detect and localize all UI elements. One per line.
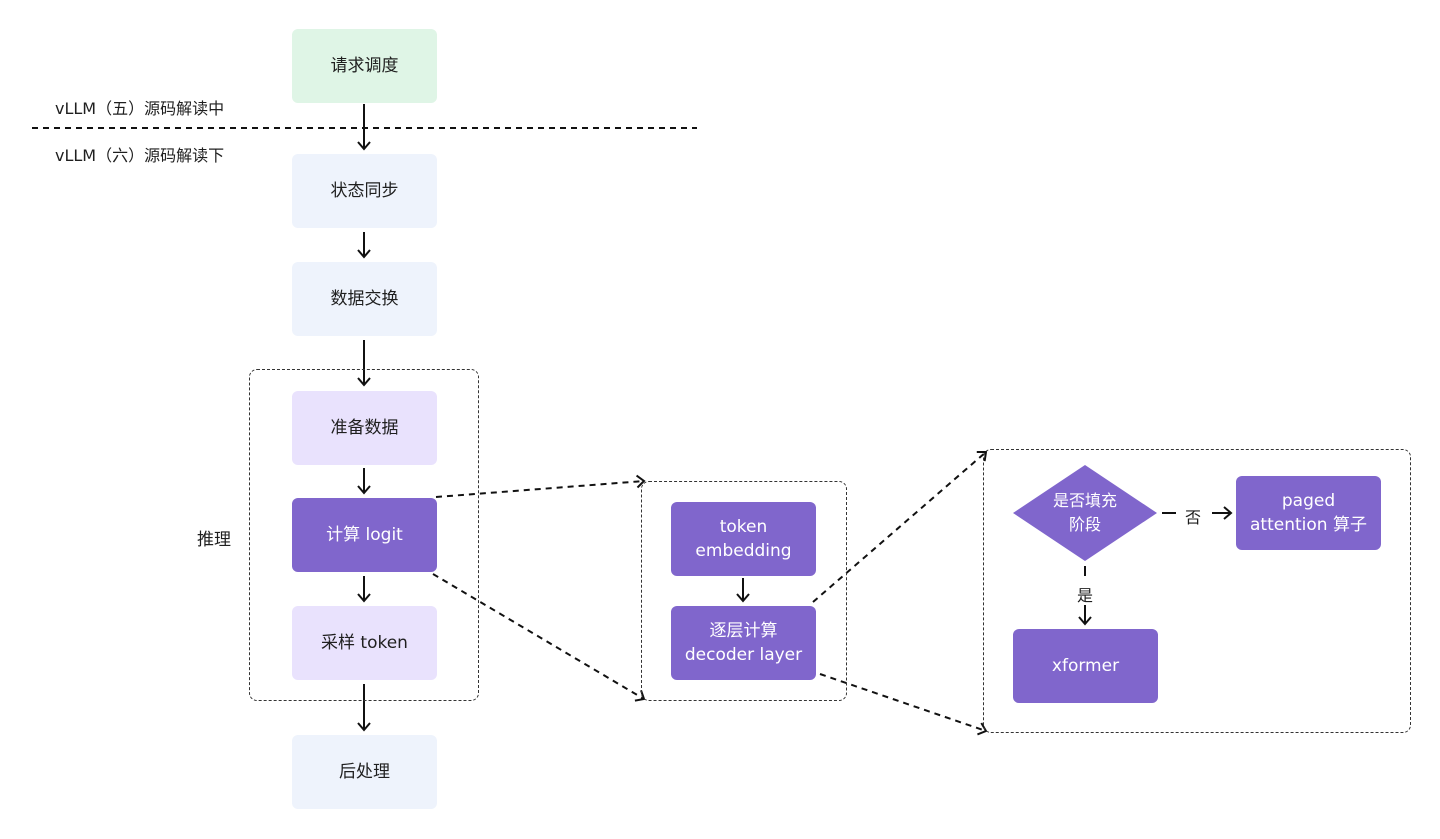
paged-attention-line2: attention 算子 xyxy=(1250,515,1367,535)
node-prepare-data: 准备数据 xyxy=(292,391,437,465)
decision-line1: 是否填充 xyxy=(1052,491,1117,510)
node-decoder-layer: 逐层计算 decoder layer xyxy=(671,606,816,680)
node-compute-logit: 计算 logit xyxy=(292,498,437,572)
node-xformer: xformer xyxy=(1013,629,1158,703)
node-post-process: 后处理 xyxy=(292,735,437,809)
decision-text: 是否填充 阶段 xyxy=(1013,465,1157,561)
phase-label-lower: vLLM（六）源码解读下 xyxy=(55,146,225,165)
zoom-line-logit-bottom xyxy=(432,573,646,702)
logit-detail-group xyxy=(641,481,847,701)
zoom-line-layer-top xyxy=(812,450,988,603)
token-embedding-line2: embedding xyxy=(695,541,792,561)
decision-line2: 阶段 xyxy=(1068,515,1101,534)
decision-diamond xyxy=(1013,465,1157,561)
phase-label-upper: vLLM（五）源码解读中 xyxy=(55,99,225,118)
node-sample-token: 采样 token xyxy=(292,606,437,680)
node-data-exchange: 数据交换 xyxy=(292,262,437,336)
node-state-sync: 状态同步 xyxy=(292,154,437,228)
node-request-schedule: 请求调度 xyxy=(292,29,437,103)
node-token-embedding: token embedding xyxy=(671,502,816,576)
decoder-layer-line2: decoder layer xyxy=(684,645,803,665)
token-embedding-line1: token xyxy=(719,517,768,537)
inference-group xyxy=(249,369,479,701)
inference-group-label: 推理 xyxy=(197,530,231,550)
layer-detail-group xyxy=(983,449,1411,733)
node-paged-attention: paged attention 算子 xyxy=(1236,476,1381,550)
branch-no-label: 否 xyxy=(1185,508,1202,527)
zoom-line-layer-bottom xyxy=(819,673,988,736)
decoder-layer-line1: 逐层计算 xyxy=(709,621,778,641)
zoom-line-logit-top xyxy=(435,474,646,498)
branch-yes-label: 是 xyxy=(1077,586,1094,605)
paged-attention-line1: paged xyxy=(1281,491,1336,511)
